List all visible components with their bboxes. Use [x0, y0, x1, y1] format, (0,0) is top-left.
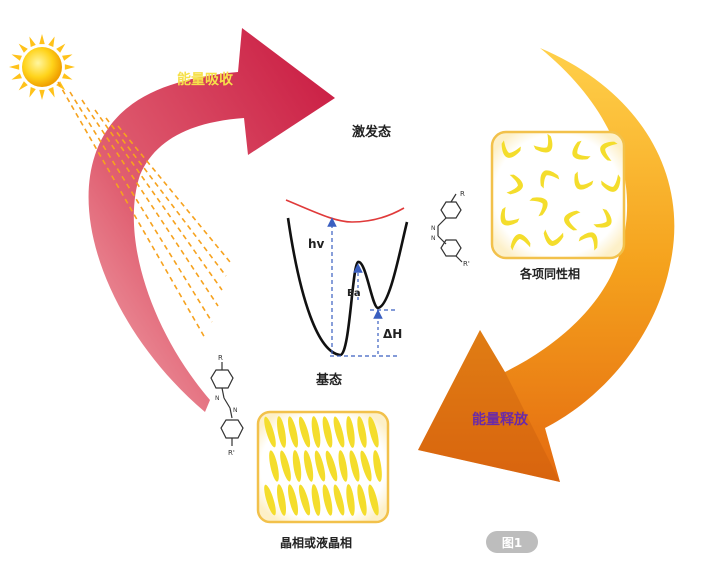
sun-ray [48, 87, 55, 98]
crystal-molecule-shape [298, 416, 311, 448]
crystal-molecule-shape [349, 450, 360, 482]
isotropic-molecule-shape [564, 210, 581, 231]
crystal-molecule-shape [338, 450, 348, 482]
crystal-molecule-shape [280, 450, 291, 482]
trans-azo-n2: N [233, 407, 238, 414]
crystal-molecule-shape [373, 450, 382, 482]
crystal-molecule-shape [287, 484, 299, 516]
sun-ray [9, 64, 20, 70]
crystal-molecule-shape [368, 416, 379, 448]
sun-ray [18, 81, 28, 91]
isotropic-molecules [500, 133, 621, 251]
isotropic-molecule-shape [601, 174, 621, 192]
crystal-molecule-shape [346, 416, 355, 448]
isotropic-molecule-shape [543, 229, 564, 246]
sun-ray [18, 43, 28, 53]
crystal-molecule-shape [368, 484, 379, 516]
sun-icon [9, 34, 75, 100]
isotropic-molecule-shape [500, 206, 520, 226]
crystal-molecule-shape [322, 416, 333, 448]
cis-substituent-top: R [460, 190, 465, 198]
ground-state-label: 基态 [315, 372, 342, 388]
sun-ray [62, 73, 73, 80]
isotropic-molecule-shape [572, 140, 591, 160]
isotropic-molecule-shape [540, 170, 560, 189]
ea-label: Ea [347, 288, 361, 299]
isotropic-molecule-shape [529, 197, 548, 217]
isotropic-phase-label: 各项同性相 [519, 266, 580, 281]
cis-substituent-bottom: R' [463, 260, 470, 268]
energy-absorb-label: 能量吸收 [177, 71, 234, 88]
energy-absorb-arrow [88, 28, 336, 412]
sun-ray [39, 34, 45, 45]
light-rays [57, 81, 231, 339]
crystal-molecule-shape [264, 484, 276, 516]
excited-state-curve [285, 199, 405, 223]
crystal-phase-frame [256, 410, 390, 524]
crystal-molecule-shape [314, 450, 326, 482]
crystal-molecule-shape [264, 416, 276, 448]
excited-state-label: 激发态 [352, 124, 391, 140]
isotropic-molecule-shape [506, 174, 523, 195]
isotropic-molecule-shape [593, 208, 612, 228]
crystal-molecule-shape [276, 484, 287, 516]
isotropic-molecule-shape [574, 171, 594, 190]
cis-azo-n2: N [431, 235, 436, 242]
trans-azo-n1: N [215, 395, 220, 402]
isotropic-molecule-shape [578, 232, 598, 251]
figure-badge: 图1 [486, 531, 538, 553]
crystal-molecule-shape [287, 416, 299, 448]
crystal-molecule-shape [346, 484, 355, 516]
figure-badge-text: 图1 [502, 536, 522, 550]
energy-diagram [285, 199, 409, 357]
crystal-molecule-shape [357, 416, 367, 448]
crystal-molecule-shape [360, 450, 372, 482]
trans-substituent-top: R [218, 354, 223, 362]
isotropic-phase-frame [490, 130, 626, 260]
sun-ray [11, 54, 22, 61]
cis-azo-n1: N [431, 225, 436, 232]
crystal-molecule-shape [298, 484, 311, 516]
energy-release-label: 能量释放 [472, 411, 529, 428]
crystal-molecule-shape [322, 484, 333, 516]
energy-release-arrow [418, 48, 675, 482]
crystal-molecule-shape [303, 450, 314, 482]
crystal-molecule-shape [333, 416, 345, 448]
isotropic-molecule-shape [533, 133, 553, 153]
release-arrow-shade [418, 330, 560, 482]
crystal-molecule-shape [333, 484, 345, 516]
sun-ray [56, 43, 66, 53]
trans-azobenzene-molecule [210, 362, 244, 446]
crystal-molecule-shape [311, 416, 321, 448]
sun-ray [62, 54, 73, 61]
crystal-molecules [264, 416, 382, 516]
crystal-molecule-shape [325, 450, 338, 482]
crystal-molecule-shape [292, 450, 302, 482]
sun-ray [48, 36, 55, 47]
sun-ray [29, 87, 36, 98]
delta-h-label: ΔH [383, 327, 402, 341]
hv-label: hv [308, 237, 325, 251]
crystal-phase-label: 晶相或液晶相 [280, 535, 352, 550]
crystal-molecule-shape [269, 450, 279, 482]
isotropic-molecule-shape [600, 141, 618, 161]
cis-azobenzene-molecule [437, 193, 463, 263]
isotropic-molecule-shape [501, 140, 521, 158]
sun-ray [11, 73, 22, 80]
crystal-molecule-shape [357, 484, 367, 516]
crystal-molecule-shape [311, 484, 321, 516]
sun-ray [29, 36, 36, 47]
isotropic-molecule-shape [510, 234, 531, 251]
sun-ray [39, 89, 45, 100]
sun-ray [64, 64, 75, 70]
trans-substituent-bottom: R' [228, 449, 235, 457]
crystal-molecule-shape [276, 416, 287, 448]
